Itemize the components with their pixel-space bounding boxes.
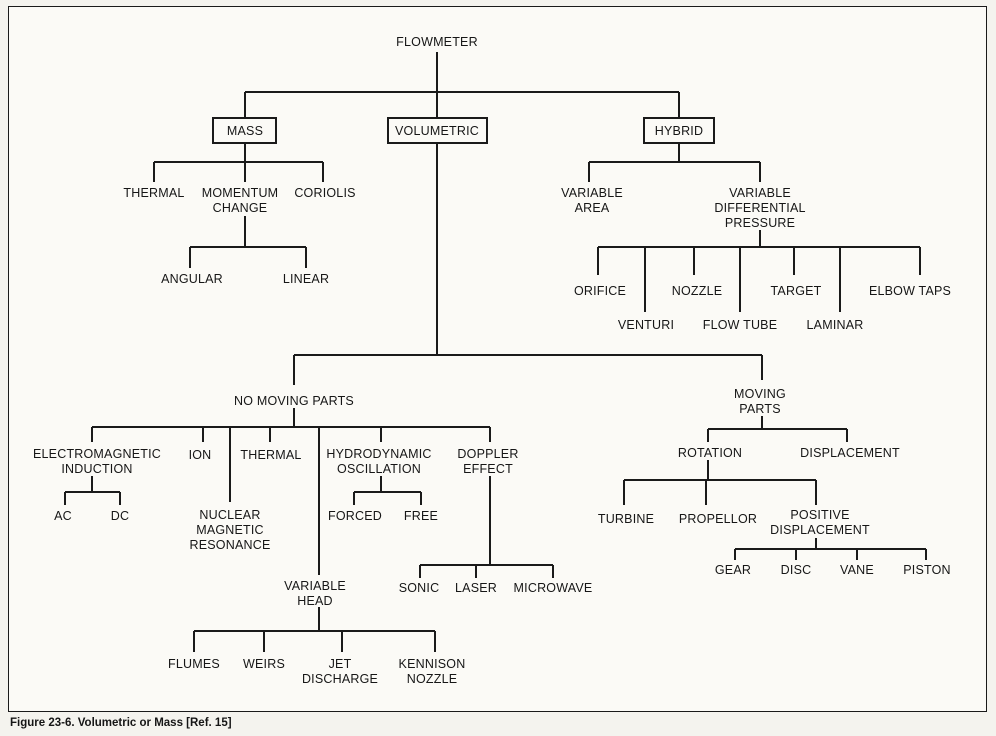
node-gear: GEAR: [714, 563, 752, 577]
node-turbine: TURBINE: [597, 512, 655, 526]
node-laminar: LAMINAR: [806, 318, 864, 332]
node-piston: PISTON: [903, 563, 951, 577]
node-rotation: ROTATION: [677, 446, 743, 460]
node-sonic: SONIC: [398, 581, 440, 595]
node-ac: AC: [54, 509, 72, 523]
node-elbow-taps: ELBOW TAPS: [868, 284, 952, 298]
node-ion: ION: [188, 448, 212, 462]
node-flow-tube: FLOW TUBE: [702, 318, 778, 332]
node-hybrid: HYBRID: [654, 124, 704, 138]
node-dc: DC: [110, 509, 130, 523]
node-vane: VANE: [840, 563, 874, 577]
node-angular: ANGULAR: [161, 272, 223, 286]
node-orifice: ORIFICE: [573, 284, 627, 298]
node-volumetric: VOLUMETRIC: [395, 124, 479, 138]
node-target: TARGET: [770, 284, 822, 298]
figure-caption: Figure 23-6. Volumetric or Mass [Ref. 15…: [10, 717, 232, 729]
node-disc: DISC: [780, 563, 812, 577]
node-weirs: WEIRS: [243, 657, 285, 671]
node-thermal-mass: THERMAL: [123, 186, 185, 200]
node-coriolis: CORIOLIS: [294, 186, 356, 200]
figure-frame: [8, 6, 987, 712]
node-no-moving-parts: NO MOVING PARTS: [234, 394, 354, 408]
node-mass: MASS: [226, 124, 264, 138]
node-venturi: VENTURI: [617, 318, 675, 332]
node-free: FREE: [403, 509, 439, 523]
node-nozzle: NOZZLE: [671, 284, 723, 298]
node-laser: LASER: [455, 581, 497, 595]
node-thermal-nmp: THERMAL: [240, 448, 302, 462]
node-flumes: FLUMES: [168, 657, 220, 671]
node-linear: LINEAR: [282, 272, 330, 286]
node-flowmeter: FLOWMETER: [396, 35, 478, 49]
node-displacement: DISPLACEMENT: [800, 446, 900, 460]
node-propellor: PROPELLOR: [678, 512, 758, 526]
node-forced: FORCED: [328, 509, 382, 523]
node-microwave: MICROWAVE: [513, 581, 593, 595]
